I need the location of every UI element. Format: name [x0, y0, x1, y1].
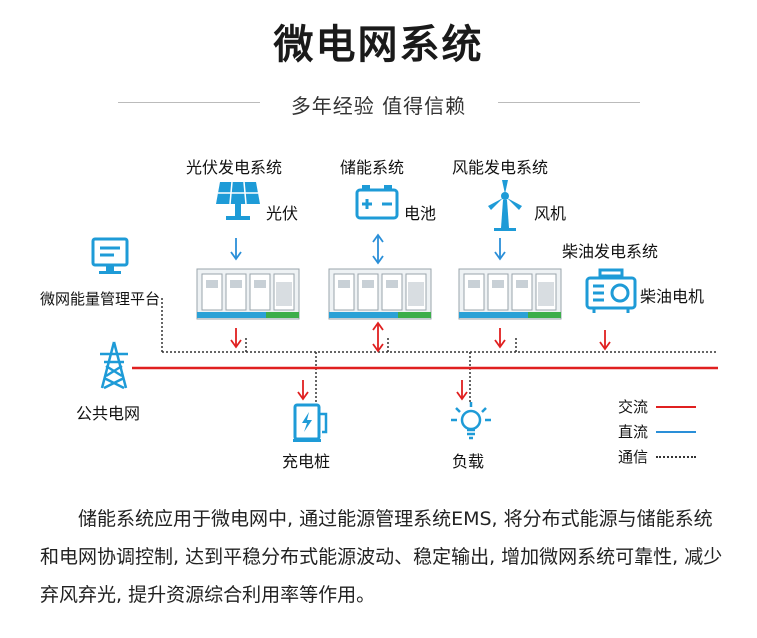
battery-icon — [355, 185, 399, 220]
inverter-cabinet-wind — [458, 268, 562, 320]
legend-line-comm — [656, 456, 696, 458]
group-label-storage: 储能系统 — [340, 158, 405, 177]
ac-arrows — [230, 321, 611, 401]
wind-turbine-icon — [488, 180, 522, 231]
legend-label-ac: 交流 — [618, 398, 649, 416]
legend-line-dc — [656, 431, 696, 433]
node-label-battery: 电池 — [404, 204, 437, 223]
monitor-icon — [91, 237, 129, 274]
subtitle-row: 多年经验 值得信赖 — [0, 88, 757, 118]
communication-lines — [161, 298, 718, 402]
node-label-platform: 微网能量管理平台 — [40, 290, 161, 308]
subtitle-divider-right — [498, 102, 640, 103]
legend-label-dc: 直流 — [618, 423, 649, 441]
legend-label-comm: 通信 — [618, 448, 649, 466]
light-bulb-icon — [451, 402, 491, 440]
subtitle-divider-left — [118, 102, 260, 103]
dc-arrows — [230, 233, 506, 265]
page-title: 微电网系统 — [273, 22, 484, 68]
node-label-diesel: 柴油电机 — [640, 287, 705, 306]
power-tower-icon — [100, 341, 128, 390]
wiring-diagram — [132, 233, 718, 402]
node-label-pv: 光伏 — [266, 204, 299, 223]
ev-charger-icon — [293, 403, 328, 442]
group-label-pv: 光伏发电系统 — [186, 158, 283, 177]
legend-line-ac — [656, 406, 696, 408]
node-label-load: 负载 — [452, 452, 485, 471]
page-subtitle: 多年经验 值得信赖 — [290, 94, 467, 118]
description-paragraph: 储能系统应用于微电网中, 通过能源管理系统EMS, 将分布式能源与储能系统和电网… — [40, 500, 730, 614]
description-text: 储能系统应用于微电网中, 通过能源管理系统EMS, 将分布式能源与储能系统和电网… — [40, 508, 723, 606]
node-label-wind: 风机 — [534, 204, 567, 223]
inverter-cabinet-pv — [196, 268, 300, 320]
group-label-diesel: 柴油发电系统 — [562, 242, 659, 261]
node-label-grid: 公共电网 — [76, 404, 141, 423]
diesel-generator-icon — [585, 268, 637, 313]
inverter-cabinet-storage — [328, 268, 432, 320]
solar-panel-icon — [216, 181, 260, 220]
node-label-charger: 充电桩 — [282, 452, 331, 471]
group-label-wind: 风能发电系统 — [452, 158, 549, 177]
